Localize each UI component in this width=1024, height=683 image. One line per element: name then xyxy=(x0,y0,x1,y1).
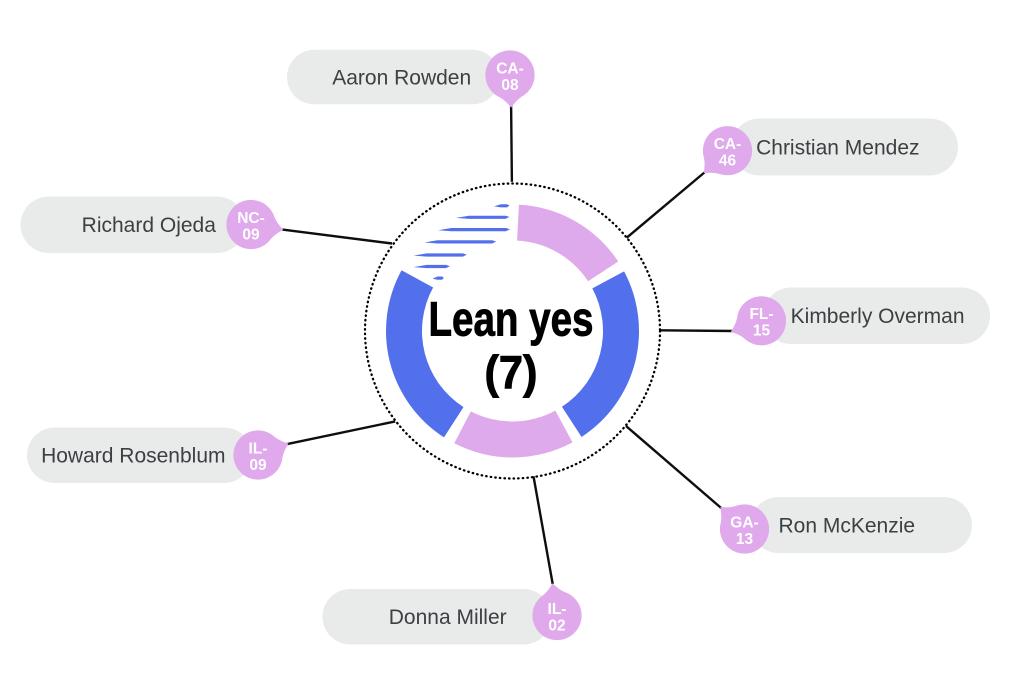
svg-text:NC-: NC- xyxy=(237,210,265,227)
svg-text:Lean yes: Lean yes xyxy=(429,293,594,347)
svg-text:IL-: IL- xyxy=(548,601,567,618)
svg-text:Ron McKenzie: Ron McKenzie xyxy=(779,514,916,537)
svg-text:13: 13 xyxy=(736,531,754,548)
svg-text:46: 46 xyxy=(719,153,737,170)
svg-text:15: 15 xyxy=(753,323,771,340)
svg-text:FL-: FL- xyxy=(749,306,773,323)
svg-text:(7): (7) xyxy=(485,346,538,398)
svg-text:Kimberly Overman: Kimberly Overman xyxy=(791,305,965,328)
svg-text:Richard Ojeda: Richard Ojeda xyxy=(82,214,217,237)
svg-text:CA-: CA- xyxy=(496,60,524,77)
svg-text:Donna Miller: Donna Miller xyxy=(389,606,507,629)
svg-text:02: 02 xyxy=(548,617,565,634)
svg-text:GA-: GA- xyxy=(730,514,758,531)
svg-text:09: 09 xyxy=(242,226,260,243)
svg-text:09: 09 xyxy=(249,457,267,474)
svg-text:Christian Mendez: Christian Mendez xyxy=(756,136,919,159)
svg-text:IL-: IL- xyxy=(249,440,268,457)
svg-text:CA-: CA- xyxy=(714,136,742,153)
svg-text:Howard Rosenblum: Howard Rosenblum xyxy=(41,445,225,468)
svg-text:08: 08 xyxy=(501,77,519,94)
svg-text:Aaron Rowden: Aaron Rowden xyxy=(332,66,471,89)
